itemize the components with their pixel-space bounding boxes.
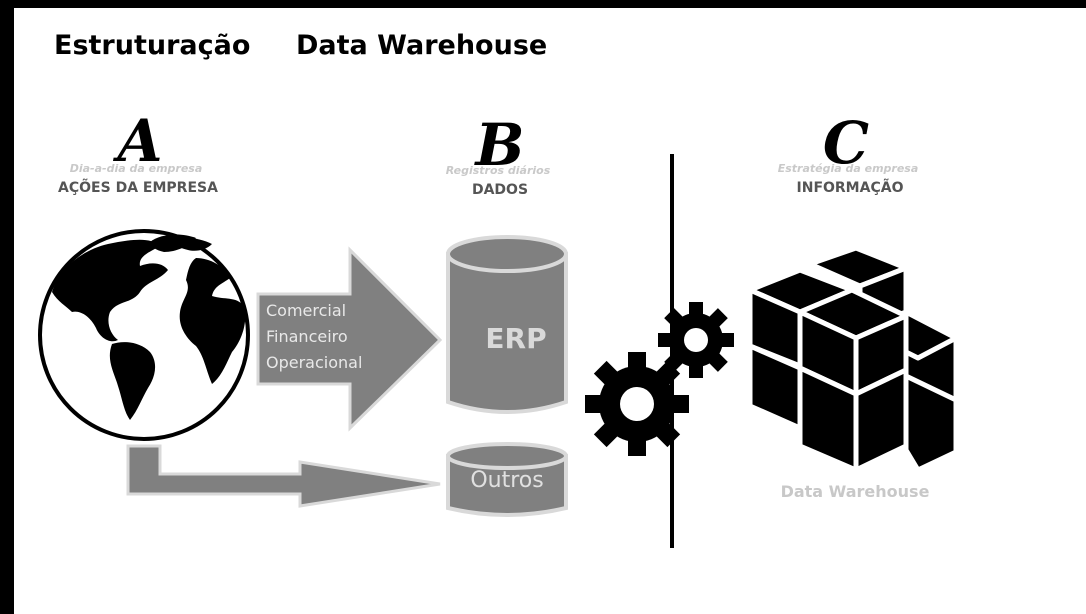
database-icon <box>446 235 568 414</box>
section-a-subtitle: Dia-a-dia da empresa <box>69 162 203 175</box>
section-a-letter: A <box>117 107 163 175</box>
title-part1: Estruturação <box>54 30 251 61</box>
section-b-subtitle: Registros diários <box>445 164 551 177</box>
section-c-letter: C <box>822 109 870 177</box>
arrow-label-financeiro: Financeiro <box>266 327 348 346</box>
section-c-subtitle: Estratégia da empresa <box>777 162 919 175</box>
arrow-label-comercial: Comercial <box>266 301 347 320</box>
title-part2: Data Warehouse <box>296 30 548 61</box>
outros-database-label: Outros <box>470 468 544 493</box>
frame-top-border <box>14 0 1086 8</box>
gears-icon <box>585 302 734 456</box>
section-c-heading: INFORMAÇÃO <box>796 180 904 196</box>
section-b-letter: B <box>475 111 525 179</box>
cubes-icon <box>747 245 959 473</box>
section-b-heading: DADOS <box>471 182 529 198</box>
outros-flow-arrow <box>126 444 441 508</box>
globe-icon <box>38 229 250 441</box>
section-a-heading: AÇÕES DA EMPRESA <box>58 180 218 196</box>
data-warehouse-label: Data Warehouse <box>780 482 930 501</box>
data-flow-arrow <box>256 246 443 432</box>
arrow-label-operacional: Operacional <box>266 353 363 372</box>
erp-database-label: ERP <box>485 322 547 355</box>
database-icon <box>446 442 568 517</box>
